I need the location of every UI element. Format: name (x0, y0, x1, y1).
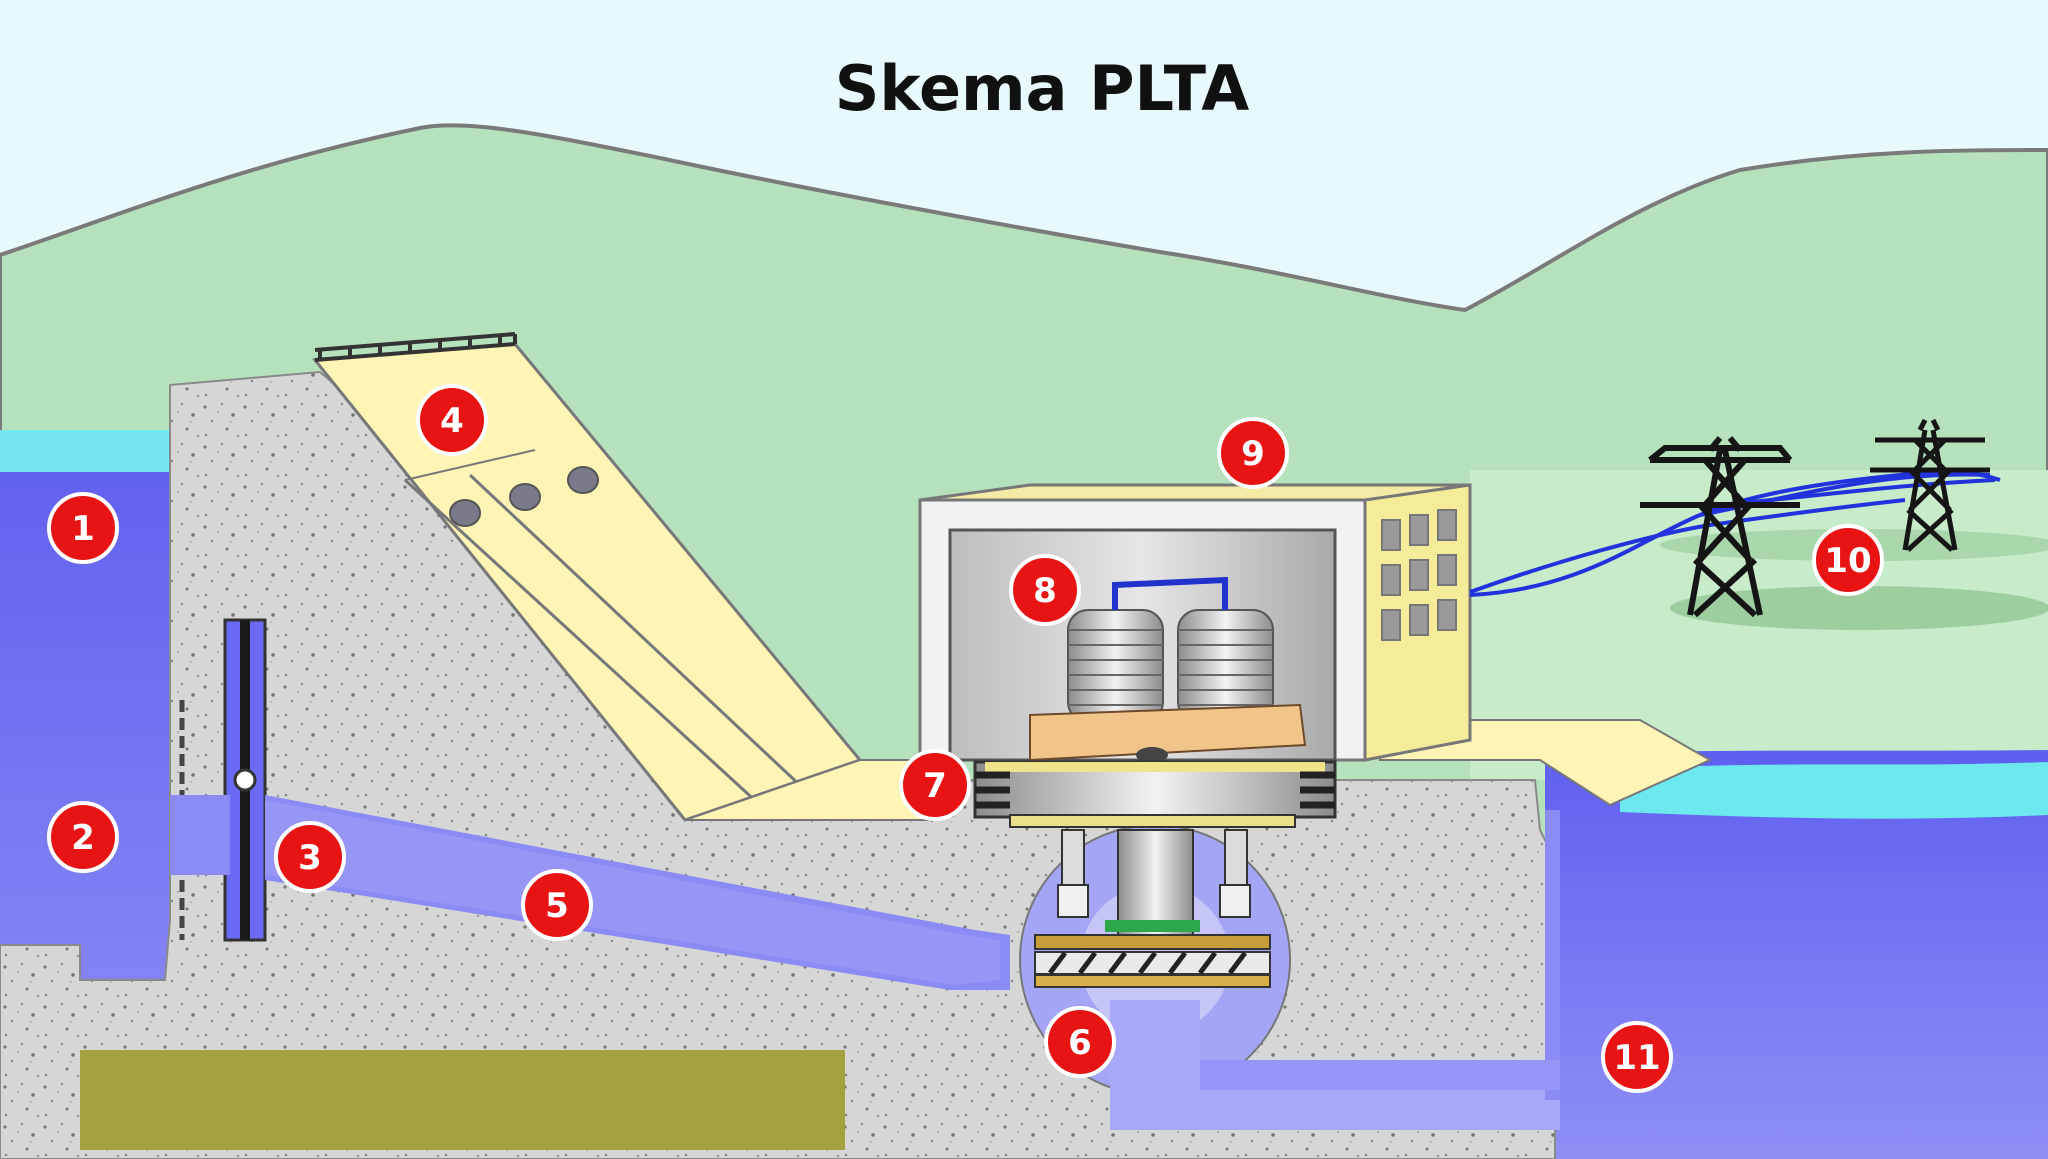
marker-5: 5 (521, 869, 593, 941)
svg-text:7: 7 (923, 766, 947, 806)
marker-11: 11 (1601, 1021, 1673, 1093)
marker-9: 9 (1217, 417, 1289, 489)
diagram-title: Skema PLTA (834, 52, 1250, 125)
marker-10: 10 (1812, 524, 1884, 596)
marker-6: 6 (1044, 1006, 1116, 1078)
intake-gate (179, 618, 267, 942)
turbine-shaft (1057, 829, 1251, 936)
svg-text:6: 6 (1068, 1023, 1092, 1063)
draft-tube (1110, 1000, 1560, 1130)
turbine-runner (1034, 934, 1271, 988)
svg-text:1: 1 (71, 509, 95, 549)
svg-text:8: 8 (1033, 571, 1057, 611)
marker-7: 7 (899, 749, 971, 821)
svg-text:2: 2 (71, 818, 95, 858)
dam-railing (314, 332, 517, 362)
svg-text:5: 5 (545, 886, 569, 926)
foundation-block (80, 1050, 845, 1150)
generator (973, 760, 1337, 828)
svg-text:9: 9 (1241, 434, 1265, 474)
marker-4: 4 (416, 384, 488, 456)
marker-1: 1 (47, 492, 119, 564)
svg-text:10: 10 (1824, 541, 1871, 581)
svg-text:11: 11 (1613, 1038, 1660, 1078)
svg-text:4: 4 (440, 401, 464, 441)
transmission-tower (1870, 418, 1990, 552)
marker-3: 3 (274, 821, 346, 893)
marker-2: 2 (47, 801, 119, 873)
transmission-tower (1640, 436, 1800, 618)
marker-8: 8 (1009, 554, 1081, 626)
svg-text:3: 3 (298, 838, 322, 878)
transformer (1029, 576, 1307, 763)
